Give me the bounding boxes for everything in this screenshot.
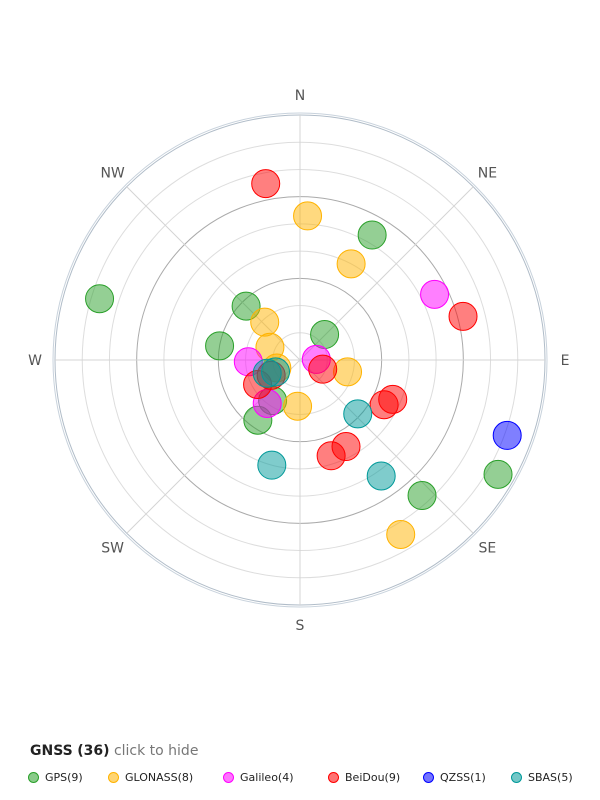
- direction-label-sw: SW: [101, 540, 124, 556]
- satellite-point: [448, 301, 478, 331]
- outer-rim: [52, 112, 548, 608]
- direction-label-n: N: [295, 88, 305, 104]
- satellite-point: [310, 320, 340, 350]
- satellite-point: [420, 279, 450, 309]
- legend-item[interactable]: Galileo(4): [223, 768, 294, 786]
- legend-item[interactable]: QZSS(1): [423, 768, 486, 786]
- legend-item[interactable]: GPS(9): [28, 768, 83, 786]
- legend-item[interactable]: SBAS(5): [511, 768, 573, 786]
- direction-label-e: E: [561, 353, 570, 369]
- satellite-point: [407, 481, 437, 511]
- legend-swatch: [423, 771, 434, 783]
- satellite-point: [333, 357, 363, 387]
- legend-swatch: [108, 771, 119, 783]
- direction-label-nw: NW: [100, 166, 124, 182]
- direction-label-s: S: [296, 618, 305, 634]
- legend-swatch: [328, 771, 339, 783]
- satellite-point: [251, 169, 281, 199]
- legend-label: GPS(9): [45, 770, 83, 784]
- legend-item[interactable]: GLONASS(8): [108, 768, 193, 786]
- legend-label: SBAS(5): [528, 770, 573, 784]
- direction-label-ne: NE: [478, 166, 497, 182]
- azimuth-spoke: [299, 359, 474, 534]
- satellite-point: [257, 450, 287, 480]
- legend-hint[interactable]: click to hide: [113, 743, 199, 759]
- satellite-point: [492, 420, 522, 450]
- legend-swatch: [28, 771, 39, 783]
- direction-label-se: SE: [479, 540, 497, 556]
- satellite-point: [250, 307, 280, 337]
- satellite-point: [366, 461, 396, 491]
- satellite-point: [293, 201, 323, 231]
- satellite-point: [308, 354, 338, 384]
- satellite-point: [343, 399, 373, 429]
- satellite-point: [252, 358, 282, 388]
- satellite-point: [378, 384, 408, 414]
- satellite-point: [336, 249, 366, 279]
- legend-header[interactable]: GNSS (36) click to hide: [30, 743, 198, 759]
- direction-label-w: W: [28, 353, 42, 369]
- legend-count: (36): [77, 743, 110, 759]
- satellite-point: [85, 284, 115, 314]
- legend-label: GLONASS(8): [125, 770, 194, 784]
- satellite-point: [386, 519, 416, 549]
- legend-item[interactable]: BeiDou(9): [328, 768, 400, 786]
- satellite-point: [205, 331, 235, 361]
- legend-label: QZSS(1): [440, 770, 486, 784]
- legend-label: Galileo(4): [240, 770, 294, 784]
- satellite-point: [316, 441, 346, 471]
- legend-swatch: [511, 771, 522, 783]
- legend: GPS(9) GLONASS(8) Galileo(4) BeiDou(9) QZSS(…: [28, 768, 593, 788]
- satellite-point: [483, 459, 513, 489]
- satellite-point: [357, 220, 387, 250]
- legend-title: GNSS: [30, 743, 73, 759]
- satellite-point: [283, 391, 313, 421]
- legend-swatch: [223, 771, 234, 783]
- legend-label: BeiDou(9): [345, 770, 401, 784]
- satellite-point: [231, 291, 261, 321]
